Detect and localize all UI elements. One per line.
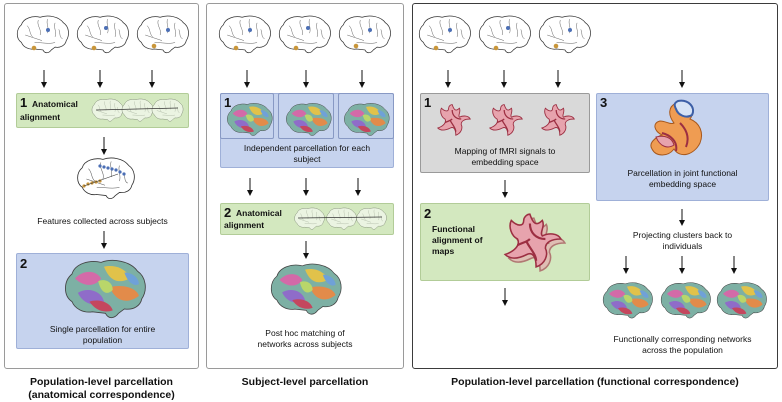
panel3-step2-number: 2 — [424, 206, 432, 221]
panel3-arrow-1-to-2 — [502, 180, 508, 198]
panel3-step3-text-line2: embedding space — [648, 179, 717, 189]
panel2-arrows-mid — [247, 178, 361, 196]
panel1-step2-text-line2: population — [82, 335, 123, 345]
panel2-step2-number: 2 — [224, 205, 232, 220]
panel2-step2-label-line1: Anatomical — [236, 208, 282, 218]
panel3-arrow-below-2 — [502, 288, 508, 306]
panel2-step1-text-line2: subject — [293, 154, 321, 164]
panel3-step1-text-line2: embedding space — [471, 157, 539, 167]
panel1-step1-label-line2: alignment — [20, 112, 61, 122]
panel1-arrow-mid — [101, 137, 107, 155]
panel3-step2-label-line3: maps — [432, 246, 455, 256]
panel1-step2-number: 2 — [20, 256, 28, 271]
panel3-step1-number: 1 — [424, 95, 432, 110]
panel2-step2-label-line2: alignment — [224, 220, 265, 230]
panel3-step1-text-line1: Mapping of fMRI signals to — [454, 146, 556, 156]
panel3-bottom-text-line2: across the population — [642, 345, 723, 355]
panel3-step3-number: 3 — [600, 95, 608, 110]
panel2-aligned-brains-icon — [294, 207, 387, 230]
panel1-arrows-top — [41, 70, 155, 88]
panel3-project-text-line2: individuals — [662, 241, 703, 251]
panel3-project-text-line1: Projecting clusters back to — [632, 230, 733, 240]
panel1-aligned-brains-icon — [91, 98, 184, 122]
panel3-joint-embedding-shape — [650, 99, 703, 156]
panel3-arrow-3-down — [679, 209, 685, 226]
panel1-features-text: Features collected across subjects — [37, 216, 168, 226]
panel3-step2-label-line1: Functional — [432, 224, 475, 234]
panel2-step1-number: 1 — [224, 95, 232, 110]
panel1-step1-number: 1 — [20, 95, 28, 110]
panel1-step2-text-line1: Single parcellation for entire — [49, 324, 156, 334]
panel3-arrows-top — [445, 70, 685, 88]
panel2-subject-brains — [218, 15, 391, 54]
panel2-step1-text-line1: Independent parcellation for each — [243, 143, 371, 153]
panel1-subject-brains — [16, 15, 189, 54]
panel2-arrows-top — [244, 70, 365, 88]
panel2-bottom-text-line1: Post hoc matching of — [265, 328, 345, 338]
panel2-caption: Subject-level parcellation — [241, 376, 369, 388]
panel1-feature-brain-icon — [77, 157, 135, 200]
panel3-step3-text-line1: Parcellation in joint functional — [627, 168, 738, 178]
panel2-bottom-text-line2: networks across subjects — [257, 339, 353, 349]
panel3-subject-brains — [418, 15, 591, 54]
panel1-arrow-lower — [101, 231, 107, 249]
panel3-step2-label-line2: alignment of — [432, 235, 483, 245]
panel3-bottom-text-line1: Functionally corresponding networks — [613, 334, 752, 344]
panel1-caption-line2: (anatomical correspondence) — [28, 389, 175, 401]
panel3-projected-brains — [602, 282, 768, 319]
panel1-caption-line1: Population-level parcellation — [30, 376, 173, 388]
panel1-step1-label-line1: Anatomical — [32, 99, 78, 109]
panel3-projection-arrows — [623, 256, 737, 274]
panel3-caption: Population-level parcellation (functiona… — [451, 376, 739, 388]
panel2-arrow-lower — [303, 241, 309, 259]
